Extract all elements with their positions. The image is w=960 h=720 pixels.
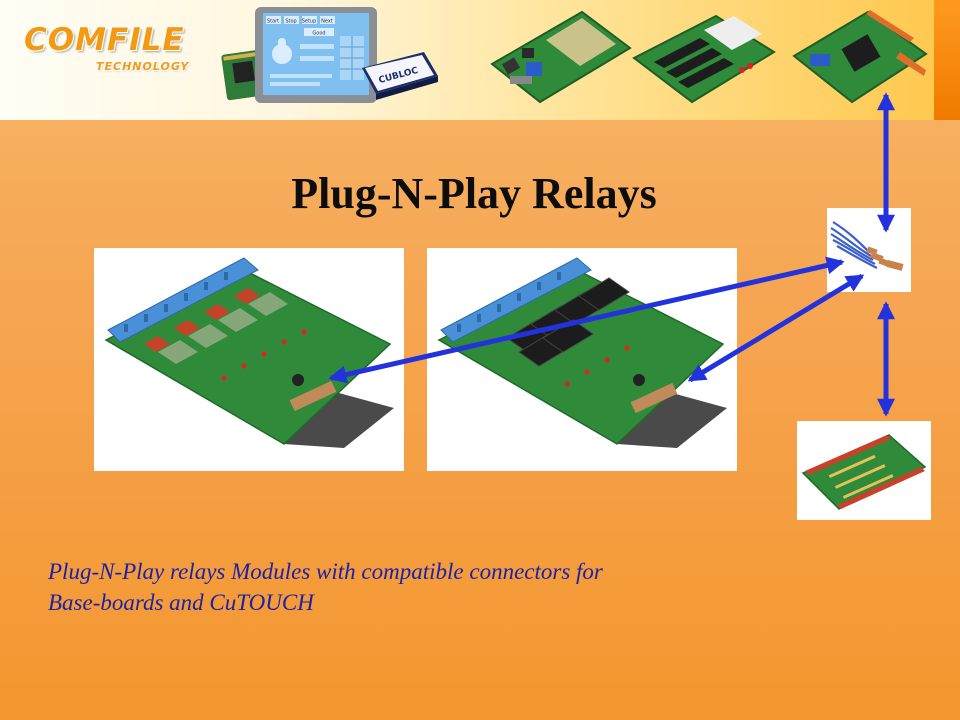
arrow-cable-to-relay-board-2 bbox=[687, 273, 865, 383]
caption-line-2: Base-boards and CuTOUCH bbox=[48, 590, 314, 615]
caption-line-1: Plug-N-Play relays Modules with compatib… bbox=[48, 559, 603, 584]
header-banner: COMFILE TECHNOLOGY Start Stop Setup Next… bbox=[0, 0, 960, 120]
base-board-image-1 bbox=[490, 10, 632, 104]
svg-text:Start: Start bbox=[267, 19, 279, 25]
base-board-image-2 bbox=[632, 14, 776, 104]
relay-board-photo-1 bbox=[94, 248, 404, 471]
arrow-cable-to-relay-board-1 bbox=[328, 256, 845, 384]
comfile-logo: COMFILE bbox=[24, 22, 185, 58]
svg-text:Next: Next bbox=[321, 19, 333, 25]
svg-text:Good: Good bbox=[312, 31, 325, 37]
slide-caption: Plug-N-Play relays Modules with compatib… bbox=[48, 556, 848, 618]
cutouch-panel-image: Start Stop Setup Next Good bbox=[255, 7, 377, 103]
ribbon-cable-photo bbox=[827, 208, 911, 292]
header-accent-stripe bbox=[934, 0, 960, 120]
svg-text:Stop: Stop bbox=[285, 19, 296, 25]
base-board-image-3 bbox=[792, 10, 928, 104]
comfile-logo-subtitle: TECHNOLOGY bbox=[96, 60, 190, 73]
slide-title: Plug-N-Play Relays bbox=[291, 169, 657, 218]
svg-text:Setup: Setup bbox=[302, 19, 317, 25]
cubloc-module-image: CUBLOC bbox=[362, 52, 438, 100]
expansion-board-photo bbox=[797, 421, 931, 520]
